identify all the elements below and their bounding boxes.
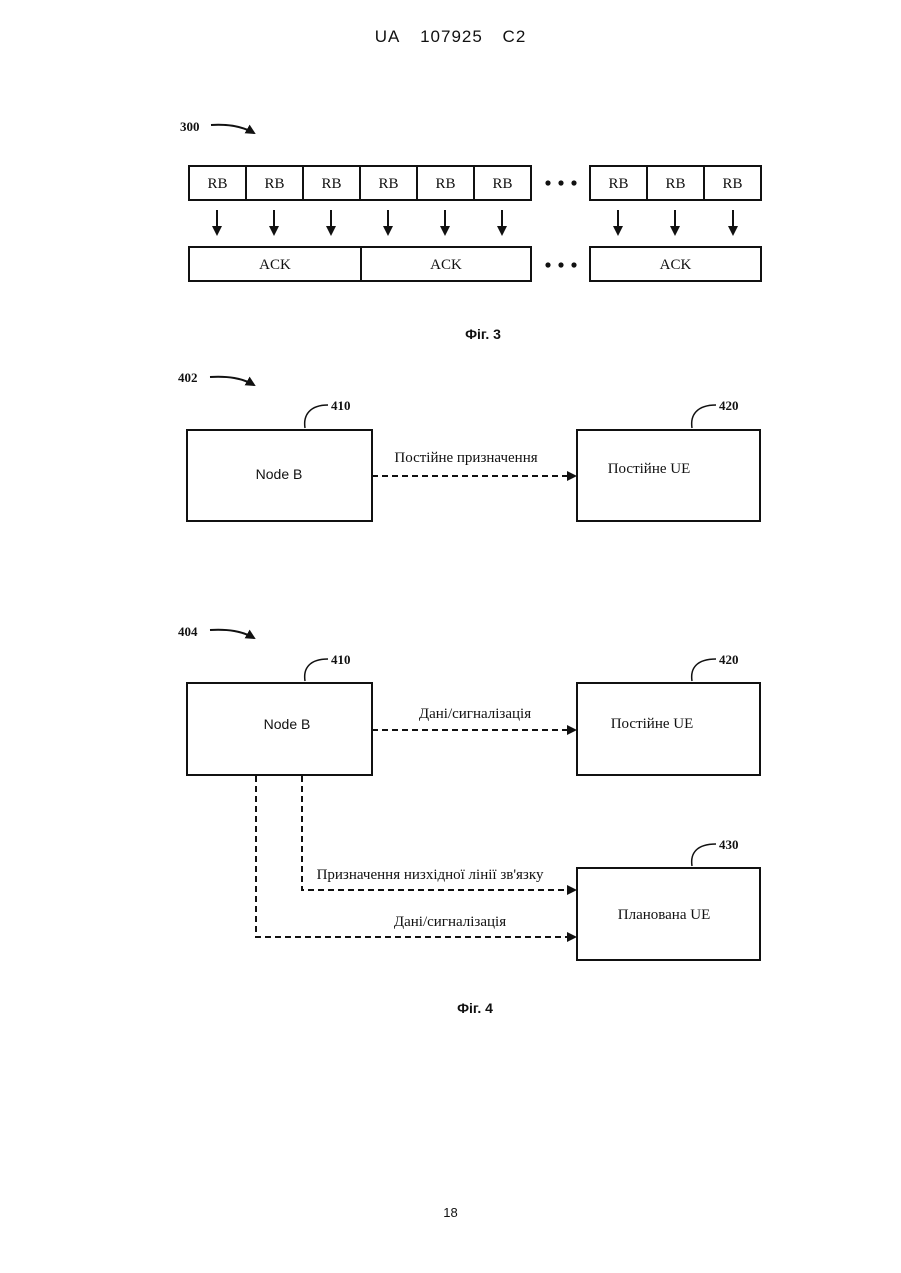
page-number: 18 (0, 1205, 901, 1220)
rb-row: RB RB RB RB RB RB RB RB RB (189, 166, 761, 200)
fig4b-arrow2-label: Призначення низхідної лінії зв'язку (317, 867, 544, 883)
fig4b-ue2-label: Планована UE (618, 907, 710, 923)
fig4b-ue2-ref: 430 (719, 837, 739, 852)
rb-cell-label: RB (492, 176, 512, 192)
fig4b-ue2-leader (692, 844, 716, 866)
ellipsis-dot (571, 262, 576, 267)
rb-cell-label: RB (321, 176, 341, 192)
ellipsis-dot (571, 180, 576, 185)
ack-cell-label: ACK (660, 257, 692, 273)
ack-row: ACK ACK ACK (189, 247, 761, 281)
rb-cell-label: RB (665, 176, 685, 192)
fig3-ref-label: 300 (180, 119, 200, 134)
fig4a-ref-label: 402 (178, 370, 198, 385)
fig4b-ue-label: Постійне UE (611, 716, 694, 732)
fig4a-ref-arrow (210, 377, 254, 385)
fig4b-ue-ref: 420 (719, 652, 739, 667)
fig4a-nodeb-ref: 410 (331, 398, 351, 413)
rb-cell-label: RB (264, 176, 284, 192)
rb-cell-label: RB (435, 176, 455, 192)
ack-cell-label: ACK (259, 257, 291, 273)
fig3-ref-arrow (211, 125, 254, 133)
fig4b-nodeb-label: Node B (264, 716, 311, 732)
fig4a-ue-ref: 420 (719, 398, 739, 413)
rb-cell-label: RB (722, 176, 742, 192)
fig4a-ue-label: Постійне UE (608, 461, 691, 477)
fig4a-nodeb-leader (305, 405, 328, 428)
fig4a-nodeb-label: Node B (256, 466, 303, 482)
ellipsis-dot (558, 262, 563, 267)
ellipsis-dot (545, 262, 550, 267)
fig4b-ref-arrow (210, 630, 254, 638)
fig4b-arrow3-label: Дані/сигналізація (394, 914, 506, 930)
fig4b-ref-label: 404 (178, 624, 198, 639)
fig4b-nodeb-ref: 410 (331, 652, 351, 667)
ellipsis-dot (545, 180, 550, 185)
fig4b-data-arrow-2 (256, 776, 575, 937)
rb-cell-label: RB (207, 176, 227, 192)
fig4a-ue-leader (692, 405, 716, 428)
rb-to-ack-arrows (217, 210, 733, 234)
fig4a-arrow-label: Постійне призначення (394, 450, 537, 466)
rb-cell-label: RB (378, 176, 398, 192)
fig4b-arrow1-label: Дані/сигналізація (419, 706, 531, 722)
ack-cell-label: ACK (430, 257, 462, 273)
fig4b-nodeb-leader (305, 659, 328, 681)
ellipsis-dot (558, 180, 563, 185)
fig4b-ue-leader (692, 659, 716, 681)
fig4-caption: Фіг. 4 (457, 1000, 493, 1016)
fig3-caption: Фіг. 3 (465, 326, 501, 342)
rb-cell-label: RB (608, 176, 628, 192)
